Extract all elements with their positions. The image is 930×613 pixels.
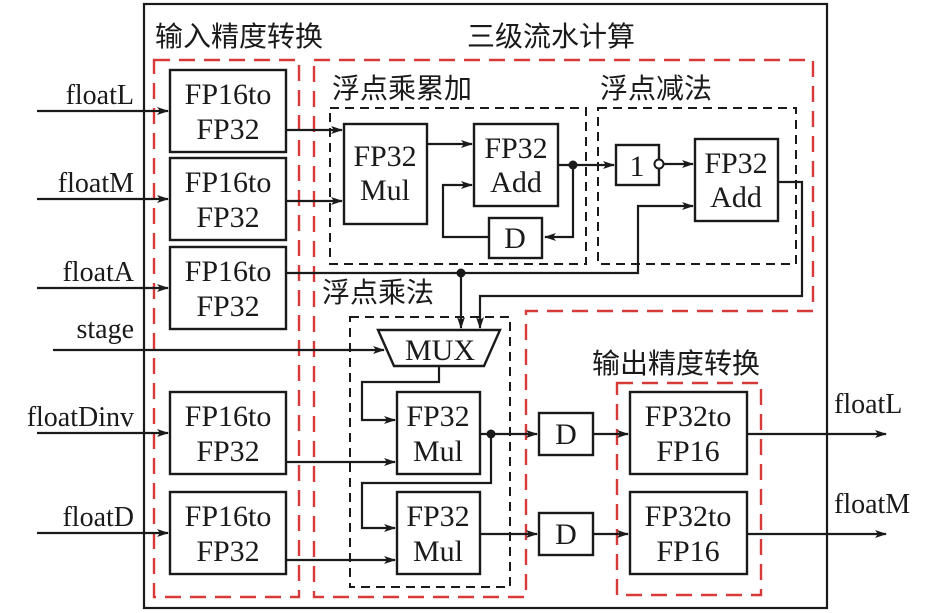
mac-fp32-add: FP32 Add [472, 122, 560, 208]
wire-delay-feedback [441, 181, 489, 239]
fp-mul-frame [349, 316, 511, 588]
svg-text:D: D [555, 518, 577, 551]
input-floatL: floatL [37, 80, 169, 115]
input-floatA: floatA [37, 257, 169, 292]
svg-text:FP32: FP32 [196, 201, 259, 234]
mul1-fp32-mul: FP32 Mul [395, 390, 482, 476]
input-stage: stage [53, 314, 385, 354]
mux: MUX [376, 328, 502, 368]
svg-text:FP32: FP32 [704, 147, 767, 180]
output-label-floatM: floatM [834, 489, 910, 520]
wire-sub-to-mux [476, 180, 804, 329]
input-floatDinv: floatDinv [27, 402, 169, 437]
converter-fp16to32-floatD: FP16to FP32 [168, 490, 288, 576]
svg-text:FP32: FP32 [196, 435, 259, 468]
output-floatM: floatM [747, 489, 910, 538]
mul2-fp32-mul: FP32 Mul [395, 490, 482, 576]
mac-delay: D [487, 216, 544, 260]
svg-text:Add: Add [490, 166, 542, 199]
svg-text:FP16to: FP16to [185, 166, 272, 199]
svg-text:FP32: FP32 [406, 400, 469, 433]
output-conversion-frame [615, 381, 763, 597]
title-pipeline: 三级流水计算 [467, 20, 635, 53]
title-output-conversion: 输出精度转换 [592, 347, 760, 380]
svg-text:D: D [555, 418, 577, 451]
svg-text:MUX: MUX [405, 334, 475, 367]
input-label-floatL: floatL [66, 80, 134, 111]
svg-text:FP32to: FP32to [645, 500, 732, 533]
svg-text:Add: Add [710, 181, 762, 214]
input-label-stage: stage [76, 314, 134, 345]
svg-text:Mul: Mul [413, 535, 463, 568]
converter-fp16to32-floatL: FP16to FP32 [168, 68, 288, 154]
mac-fp32-mul: FP32 Mul [342, 122, 429, 226]
input-label-floatDinv: floatDinv [27, 402, 134, 433]
converter-fp16to32-floatA: FP16to FP32 [168, 245, 288, 331]
title-fp-sub: 浮点减法 [600, 72, 712, 105]
input-label-floatD: floatD [62, 502, 134, 533]
svg-text:FP16to: FP16to [185, 500, 272, 533]
output-floatL: floatL [747, 389, 902, 438]
out-delay-1: D [537, 411, 595, 457]
svg-text:Mul: Mul [413, 435, 463, 468]
output-label-floatL: floatL [834, 389, 902, 420]
pipeline-frame [312, 58, 815, 599]
svg-text:FP32: FP32 [196, 535, 259, 568]
wire-add-to-delay [544, 163, 575, 241]
svg-text:FP16: FP16 [656, 435, 719, 468]
input-conversion-frame [152, 58, 301, 599]
input-label-floatM: floatM [58, 168, 134, 199]
title-fp-mac: 浮点乘累加 [332, 72, 472, 105]
svg-text:FP16to: FP16to [185, 255, 272, 288]
svg-text:FP32: FP32 [484, 132, 547, 165]
svg-text:D: D [504, 222, 526, 255]
input-floatD: floatD [37, 502, 169, 537]
converter-fp16to32-floatM: FP16to FP32 [168, 156, 288, 242]
sub-fp32-add: FP32 Add [693, 137, 780, 223]
svg-text:FP32: FP32 [196, 290, 259, 323]
out-delay-2: D [537, 511, 595, 557]
svg-text:FP32to: FP32to [645, 400, 732, 433]
title-input-conversion: 输入精度转换 [155, 20, 323, 53]
converter-fp32to16-floatL: FP32to FP16 [628, 390, 749, 476]
fp-sub-frame [597, 107, 797, 265]
outer-frame [142, 2, 829, 610]
input-label-floatA: floatA [62, 257, 134, 288]
wire-mul1-to-mul2 [360, 434, 493, 532]
svg-text:FP16: FP16 [656, 535, 719, 568]
inverter-bubble-icon [653, 158, 665, 170]
title-fp-mul: 浮点乘法 [322, 276, 434, 309]
input-floatM: floatM [37, 168, 169, 203]
svg-text:Mul: Mul [360, 174, 410, 207]
wire-mux-to-mul1 [360, 366, 441, 424]
svg-text:1: 1 [630, 150, 645, 183]
converter-fp32to16-floatM: FP32to FP16 [628, 490, 749, 576]
svg-text:FP32: FP32 [196, 113, 259, 146]
svg-text:FP16to: FP16to [185, 78, 272, 111]
converter-fp16to32-floatDinv: FP16to FP32 [168, 390, 288, 476]
sub-not-gate: 1 [614, 143, 665, 187]
svg-text:FP32: FP32 [353, 140, 416, 173]
svg-text:FP16to: FP16to [185, 400, 272, 433]
svg-text:FP32: FP32 [406, 500, 469, 533]
fp-mac-frame [329, 107, 587, 265]
